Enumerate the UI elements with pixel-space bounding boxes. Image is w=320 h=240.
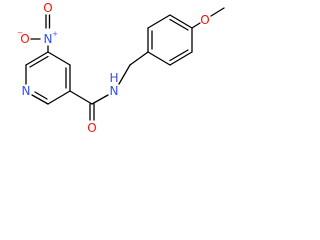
- bond-benz-c5-c6: [169, 51, 193, 66]
- bond-benz-c4-o: [191, 22, 201, 29]
- bond-ring-c2-n1-inner: [34, 91, 48, 100]
- bond-ring-c3-c2: [47, 90, 71, 105]
- charge-nitro-n: +: [52, 30, 58, 38]
- bond-benz-c2-c3: [147, 14, 171, 29]
- atom-label-nitro-o-minus: O: [20, 32, 29, 46]
- atom-label-nitro-n: N: [44, 32, 53, 46]
- bond-benz-c3-c4-inner: [169, 18, 189, 31]
- atom-labels: O O − N + N N H O O: [17, 1, 210, 135]
- atom-label-methoxy-o: O: [200, 13, 209, 27]
- bond-benz-c3-c4: [169, 14, 193, 29]
- bond-c3-carbonyl-c: [69, 90, 93, 105]
- atom-label-pyridine-n: N: [22, 84, 31, 98]
- atom-label-amide-n: N: [110, 84, 119, 98]
- bond-carbonyl-c-n: [91, 94, 109, 105]
- bond-ring-c2-n1: [31, 94, 49, 105]
- bond-ring-c5-c4: [47, 51, 71, 66]
- molecule-diagram: O O − N + N N H O O: [17, 1, 225, 135]
- bond-ring-c6-c5: [25, 51, 49, 66]
- atom-label-nitro-o-top: O: [43, 1, 52, 15]
- bond-n-ch2: [118, 64, 131, 85]
- atom-label-carbonyl-o: O: [87, 121, 96, 135]
- bonds: [25, 7, 225, 121]
- bond-ch2-ring: [129, 51, 149, 66]
- atom-label-amide-h: H: [109, 71, 118, 85]
- charge-nitro-o-minus: −: [17, 29, 23, 37]
- structure-canvas: O O − N + N N H O O: [0, 0, 240, 148]
- bond-benz-c6-c1: [147, 51, 171, 66]
- bond-ring-c6-c5-inner: [29, 55, 49, 68]
- bond-benz-c5-c6-inner: [169, 49, 189, 62]
- bond-o-methyl: [210, 7, 225, 17]
